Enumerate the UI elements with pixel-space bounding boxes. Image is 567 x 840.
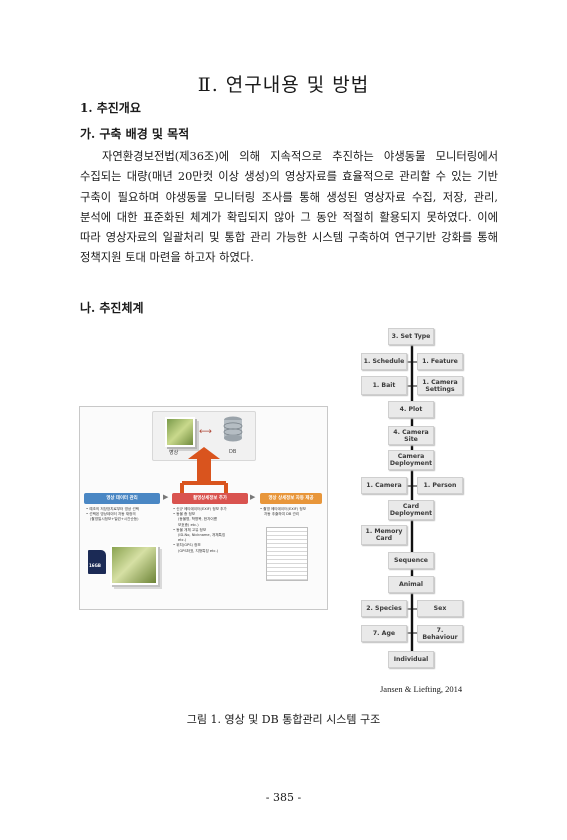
list-item: 자동 추출하여 DB 관리 [264, 512, 300, 517]
figure-citation: Jansen & Liefting, 2014 [380, 684, 463, 694]
column-header-auto-info: 영상 상세정보 자동 제공 [260, 493, 322, 504]
double-arrow-icon: ⟷ [199, 427, 212, 437]
subsection-heading-background: 가. 구축 배경 및 목적 [80, 127, 190, 141]
flow-node-feature: 1. Feature [417, 353, 463, 370]
list-item: (동물명, 학명목, 한자이름 [178, 517, 218, 522]
column-body-auto-info: • 촬영 메타데이터(EXIF) 정보 자동 추출하여 DB 관리 [260, 507, 324, 517]
list-item: • 위치(GPS) 정보 [173, 543, 201, 548]
flow-node-individual: Individual [388, 651, 434, 668]
photo-stack-icon [110, 545, 158, 585]
list-item: • 촬영 메타데이터(EXIF) 정보 [260, 507, 306, 511]
list-item: (ID-No, Nickname, 개체특징 [178, 533, 226, 538]
flow-node-sex: Sex [417, 600, 463, 617]
flow-node-bait: 1. Bait [361, 376, 407, 395]
flow-node-set-type: 3. Set Type [388, 328, 434, 345]
section-heading: 1. 추진개요 [80, 101, 141, 115]
flow-node-camera-site: 4. Camera Site [388, 426, 434, 445]
column-header-add-info: 촬영상세정보 추가 [172, 493, 248, 504]
flow-node-animal: Animal [388, 576, 434, 593]
flow-node-species: 2. Species [361, 600, 407, 617]
flow-node-person: 1. Person [417, 477, 463, 494]
flow-node-memory-card: 1. Memory Card [361, 525, 407, 545]
list-item: • 동물 개체 고유 정보 [173, 527, 207, 532]
list-item: • 동물 종 정보 [173, 512, 196, 517]
metadata-screenshot-thumbnail [266, 527, 308, 581]
flow-node-plot: 4. Plot [388, 401, 434, 418]
list-item: etc.) [178, 538, 187, 543]
list-item: (GPS좌표, 지형특징 etc.) [178, 548, 219, 553]
system-figure-panel: 영상 ⟷ DB ▶ ▶ 영상 데이터 관리 • 예초의 저장장치로부터 영상 선… [79, 406, 328, 610]
upload-arrow-icon [180, 447, 228, 495]
flow-node-camera-settings: 1. Camera Settings [417, 376, 463, 395]
column-body-add-info: • 신규 메타데이터(EXIF) 정보 추가 • 동물 종 정보 (동물명, 학… [173, 507, 251, 554]
column-body-image-data: • 예초의 저장장치로부터 영상 선택 • 선택된 영상데이터 자동 재정의 (… [86, 507, 162, 523]
flow-node-card-deployment: Card Deployment [388, 500, 434, 520]
list-item: • 선택된 영상데이터 자동 재정의 [86, 512, 136, 517]
chapter-title: Ⅱ. 연구내용 및 방법 [197, 74, 370, 96]
flow-node-behaviour: 7. Behaviour [417, 625, 463, 642]
flow-node-camera: 1. Camera [361, 477, 407, 494]
list-item: (촬영일시정보+일련+시간순등) [90, 517, 139, 522]
page-number: - 385 - [265, 791, 302, 804]
flow-node-age: 7. Age [361, 625, 407, 642]
database-icon [223, 416, 243, 442]
flow-node-camera-deployment: Camera Deployment [388, 450, 434, 470]
body-paragraph: 자연환경보전법(제36조)에 의해 지속적으로 추진하는 야생동물 모니터링에서… [80, 150, 498, 265]
flow-arrow-icon: ▶ [250, 493, 256, 501]
flow-node-sequence: Sequence [388, 552, 434, 569]
photo-icon [165, 417, 195, 447]
image-label: 영상 [169, 450, 179, 456]
flow-node-schedule: 1. Schedule [361, 353, 407, 370]
subsection-heading-structure: 나. 추진체계 [80, 301, 144, 315]
db-label: DB [229, 449, 237, 455]
sd-card-icon: 16GB [88, 550, 106, 574]
column-header-image-data: 영상 데이터 관리 [84, 493, 160, 504]
list-item: • 예초의 저장장치로부터 영상 선택 [86, 507, 139, 511]
sd-card-label: 16GB [89, 563, 101, 568]
list-item: 보호종) etc.) [178, 522, 199, 527]
list-item: • 신규 메타데이터(EXIF) 정보 추가 [173, 507, 227, 511]
figure-caption: 그림 1. 영상 및 DB 통합관리 시스템 구조 [186, 713, 381, 726]
flow-arrow-icon: ▶ [163, 493, 169, 501]
